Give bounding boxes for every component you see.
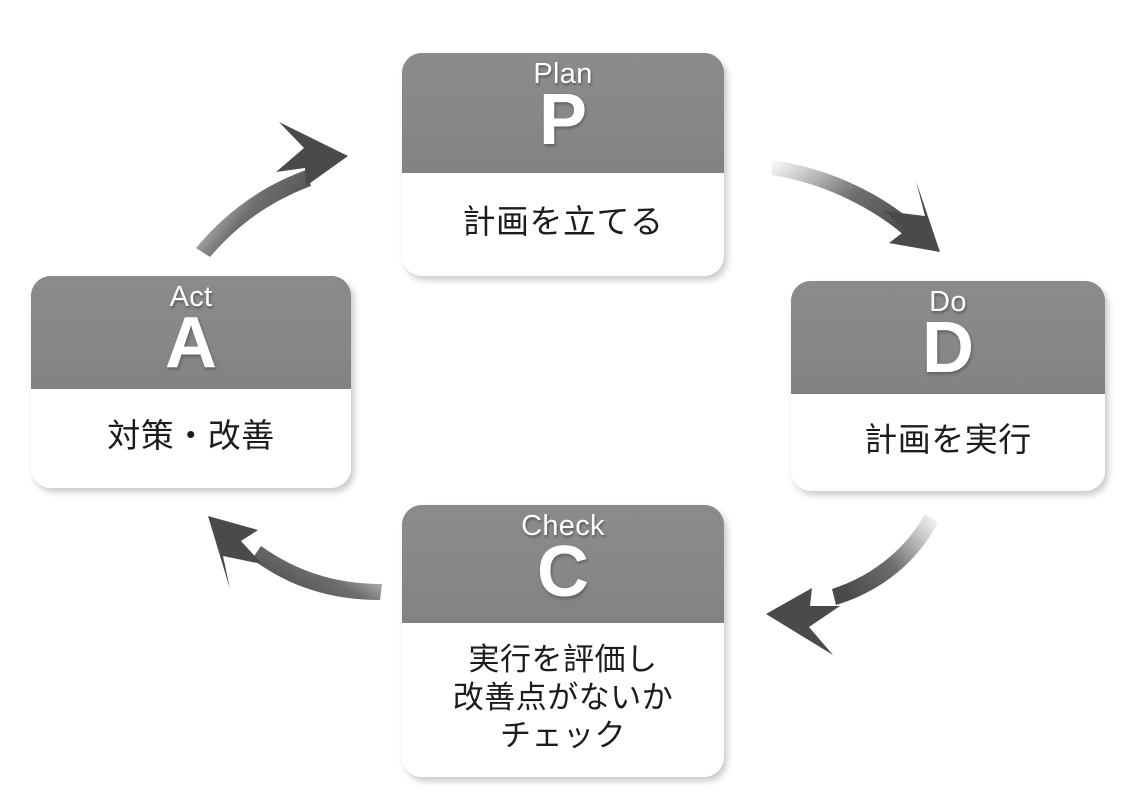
arrow-do-to-check [766,514,938,655]
card-do-header: Do D [791,281,1105,394]
card-act[interactable]: Act A 対策・改善 [31,276,351,488]
card-do-description: 計画を実行 [864,420,1032,460]
card-act-header: Act A [31,276,351,389]
card-do-body: 計画を実行 [791,394,1105,491]
card-act-letter: A [165,303,217,384]
card-act-body: 対策・改善 [31,389,351,488]
arrow-plan-to-do [772,160,940,252]
card-plan-letter: P [538,80,588,161]
card-check-header: Check C [402,505,724,623]
card-plan-description: 計画を立てる [462,202,664,242]
card-check-letter: C [537,532,589,613]
card-check-body: 実行を評価し 改善点がないか チェック [402,623,724,777]
card-check-eyebrow: Check [521,510,605,542]
card-do[interactable]: Do D 計画を実行 [791,281,1105,491]
card-check[interactable]: Check C 実行を評価し 改善点がないか チェック [402,505,724,777]
arrow-act-to-plan [196,122,348,257]
card-do-eyebrow: Do [929,286,967,318]
card-do-letter: D [922,308,974,389]
card-plan-body: 計画を立てる [402,173,724,276]
card-act-eyebrow: Act [169,281,213,313]
card-plan-header: Plan P [402,53,724,173]
arrow-check-to-act [208,516,382,600]
card-act-description: 対策・改善 [107,416,275,456]
card-check-description: 実行を評価し 改善点がないか チェック [452,641,674,755]
card-plan[interactable]: Plan P 計画を立てる [402,53,724,276]
card-plan-eyebrow: Plan [533,58,593,90]
